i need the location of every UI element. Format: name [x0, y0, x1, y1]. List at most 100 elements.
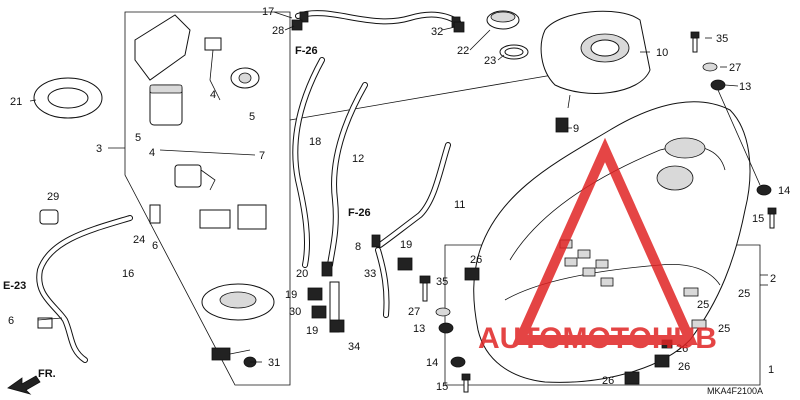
bolt-15b-icon: [461, 373, 471, 393]
watermark-triangle-icon: [512, 137, 698, 345]
callout: 14: [778, 185, 790, 197]
cap-seal-ring: [499, 44, 529, 60]
fitting-9-icon: [555, 117, 569, 133]
tank-mounting-ring: [33, 77, 103, 119]
pump-base-plate: [201, 283, 275, 321]
fuel-gauge-sender: [174, 164, 216, 191]
reference-tag: F-26: [295, 45, 318, 57]
callout: 3: [96, 143, 102, 155]
callout: 11: [454, 199, 465, 211]
diagram-code: MKA4F2100A: [707, 386, 763, 396]
callout: 35: [716, 33, 728, 45]
clip-19b-icon: [307, 287, 323, 301]
callout: 25: [718, 323, 730, 335]
pump-bracket: [134, 14, 191, 81]
callout: 14: [426, 357, 438, 369]
callout: 23: [484, 55, 496, 67]
callout: 15: [752, 213, 764, 225]
callout: 31: [268, 357, 280, 369]
callout: 16: [122, 268, 134, 280]
clip-26c-icon: [624, 371, 640, 385]
callout-labels: 17 28 F-26 22 32 23 10 35 27 13 21 3 4 5…: [3, 6, 790, 393]
callout: 13: [413, 323, 425, 335]
leader-lines: [29, 11, 768, 363]
callout: 9: [573, 123, 579, 135]
bolt-15-icon: [767, 207, 777, 229]
fuel-filter: [230, 67, 260, 89]
direction-label: FR.: [38, 368, 56, 380]
pump-harness: [204, 37, 222, 101]
callout: 7: [259, 150, 265, 162]
callout: 8: [355, 241, 361, 253]
front-direction-arrow-icon: [7, 375, 41, 395]
callout: 5: [135, 132, 141, 144]
callout: 12: [352, 153, 364, 165]
callout: 24: [133, 234, 145, 246]
callout: 21: [10, 96, 22, 108]
callout: 33: [364, 268, 376, 280]
clip-19c-icon: [329, 319, 345, 333]
callout: 26: [678, 361, 690, 373]
callout: 5: [249, 111, 255, 123]
hose-11: [377, 142, 451, 248]
hose-11-inner: [378, 143, 450, 247]
pump-connector: [211, 347, 251, 361]
callout: 13: [739, 81, 751, 93]
callout: 29: [47, 191, 59, 203]
callout: 34: [348, 341, 360, 353]
grommet-13b-icon: [438, 322, 454, 334]
hose-33-inner: [376, 248, 389, 317]
clamp-28-icon: [291, 19, 303, 31]
callout: 19: [306, 325, 318, 337]
callout: 6: [8, 315, 14, 327]
callout: 10: [656, 47, 668, 59]
clamp-32-icon: [453, 21, 465, 33]
callout: 25: [738, 288, 750, 300]
callout: 22: [457, 45, 469, 57]
callout: 27: [408, 306, 420, 318]
callout: 26: [676, 343, 688, 355]
grommet-13-icon: [710, 79, 726, 91]
callout: 17: [262, 6, 274, 18]
vent-hose-upper: [295, 10, 461, 28]
watermark-text: AUTOMOTOHUB: [478, 322, 717, 355]
callout: 20: [296, 268, 308, 280]
clip-26-icon: [464, 267, 480, 281]
clip-19-icon: [397, 257, 413, 271]
clip-26b-icon: [654, 354, 670, 368]
callout: 4: [210, 89, 216, 101]
bracket-6-icon: [149, 204, 161, 224]
callout: 26: [470, 254, 482, 266]
hose-12-inner: [328, 83, 367, 267]
pressure-regulator: [199, 204, 267, 230]
callout: 18: [309, 136, 321, 148]
callout: 27: [729, 62, 741, 74]
callout: 25: [697, 299, 709, 311]
joint-8-icon: [371, 234, 381, 248]
hose-18-inner: [293, 58, 324, 267]
grommet-14-icon: [756, 184, 772, 196]
callout: 28: [272, 25, 284, 37]
fuel-pump-body: [149, 84, 183, 126]
reference-tag: F-26: [348, 207, 371, 219]
fuel-cap: [486, 10, 520, 30]
callout: 15: [436, 381, 448, 393]
washer-27-icon: [702, 62, 718, 72]
joint-20-icon: [321, 261, 333, 277]
bolt-35-icon: [690, 31, 700, 53]
callout: 35: [436, 276, 448, 288]
clamp-29-icon: [39, 209, 59, 225]
tank-top-cover: [540, 10, 651, 109]
reference-tag: E-23: [3, 280, 26, 292]
watermark: AUTOMOTOHUB: [478, 137, 717, 355]
drain-hose-16-inner: [37, 216, 132, 362]
bolt-35b-icon: [419, 275, 431, 302]
bracket-6-lower-icon: [37, 317, 53, 329]
callout: 30: [289, 306, 301, 318]
callout: 4: [149, 147, 155, 159]
grommet-14b-icon: [450, 356, 466, 368]
washer-27b-icon: [435, 307, 451, 317]
clamp-30-icon: [311, 305, 327, 319]
